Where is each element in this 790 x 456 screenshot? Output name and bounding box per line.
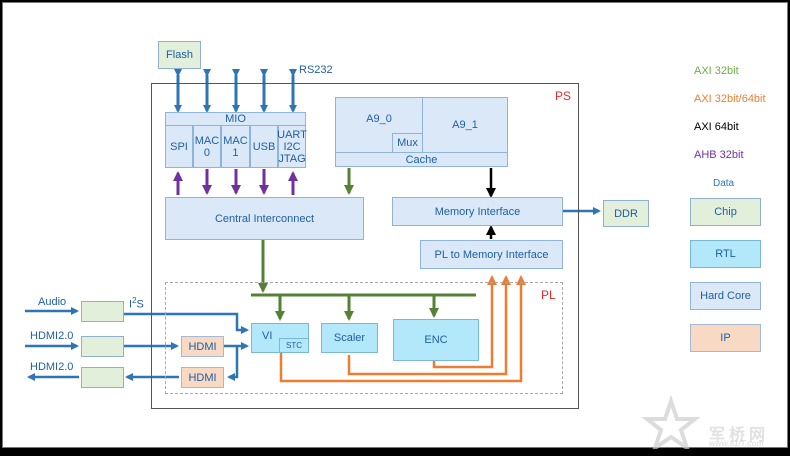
mio-block: MIO: [165, 112, 306, 126]
ps-label: PS: [555, 89, 572, 103]
legend-ip: IP: [690, 324, 761, 352]
legend-axi32-64: AXI 32bit/64bit: [694, 93, 766, 105]
enc-block: ENC: [393, 319, 479, 361]
pl-label: PL: [541, 288, 556, 302]
legend-rtl: RTL: [690, 240, 761, 268]
hdmi-rx-phy-chip: [81, 336, 124, 357]
legend-hard-core: Hard Core: [690, 282, 761, 310]
watermark-text: 军桥网: [709, 427, 770, 444]
hdmi-rx-ip: HDMI: [181, 336, 224, 357]
central-interconnect: Central Interconnect: [165, 197, 364, 240]
cache-block: Cache: [335, 152, 508, 167]
pl-to-memory-interface: PL to Memory Interface: [420, 240, 563, 269]
scaler-block: Scaler: [321, 323, 378, 353]
pl-frame: [165, 282, 563, 394]
axi3264-links: [279, 275, 526, 383]
i2s-to-vi: [123, 312, 249, 334]
rs232-label: RS232: [299, 64, 333, 76]
memory-interface: Memory Interface: [392, 197, 563, 226]
mio-port-mac1: MAC 1: [221, 125, 250, 168]
vi-label: VI: [262, 330, 273, 342]
legend-axi32: AXI 32bit: [694, 65, 739, 77]
legend-axi64: AXI 64bit: [694, 121, 739, 133]
hdmi-tx-ip: HDMI: [181, 367, 224, 388]
audio-codec-chip: [81, 301, 124, 322]
a9-0-label: A9_0: [366, 113, 392, 125]
vi-to-hdmi-tx: [227, 346, 239, 381]
a9-1-core: A9_1: [422, 97, 508, 153]
stc-block: STC: [279, 338, 309, 353]
mio-ports: SPI MAC 0 MAC 1 USB UART I2C JTAG: [165, 125, 307, 168]
mio-port-mac0: MAC 0: [193, 125, 221, 168]
watermark-url: www.81IT.com: [709, 439, 764, 448]
legend-data: Data: [713, 178, 735, 189]
ahb-links: [173, 169, 298, 195]
mio-port-spi: SPI: [165, 125, 193, 168]
hdmi-tx-phy-chip: [81, 367, 124, 388]
hdmi-out-label: HDMI2.0: [30, 361, 74, 373]
connector-layer: [25, 69, 601, 383]
hdmi-in-label: HDMI2.0: [30, 330, 74, 342]
ddr-chip: DDR: [603, 200, 649, 227]
scaler-to-pl2mem: [347, 275, 511, 376]
legend-ahb32: AHB 32bit: [694, 149, 744, 161]
mio-external-links: [174, 69, 297, 113]
mio-port-usb: USB: [250, 125, 278, 168]
i2s-label: I2S: [129, 296, 144, 311]
diagram-canvas: PS PL Flash RS232 DDR MIO SPI MAC 0 MAC …: [2, 2, 788, 449]
legend-chip: Chip: [690, 198, 761, 226]
ps-frame: [151, 83, 579, 409]
av-data-links: [25, 307, 249, 381]
stc-to-pl2mem: [279, 275, 526, 383]
mio-port-uart-i2c-jtag: UART I2C JTAG: [277, 125, 307, 168]
audio-label: Audio: [38, 296, 67, 308]
flash-chip: Flash: [158, 41, 201, 69]
mux-block: Mux: [392, 133, 423, 153]
enc-to-pl2mem: [432, 275, 497, 369]
